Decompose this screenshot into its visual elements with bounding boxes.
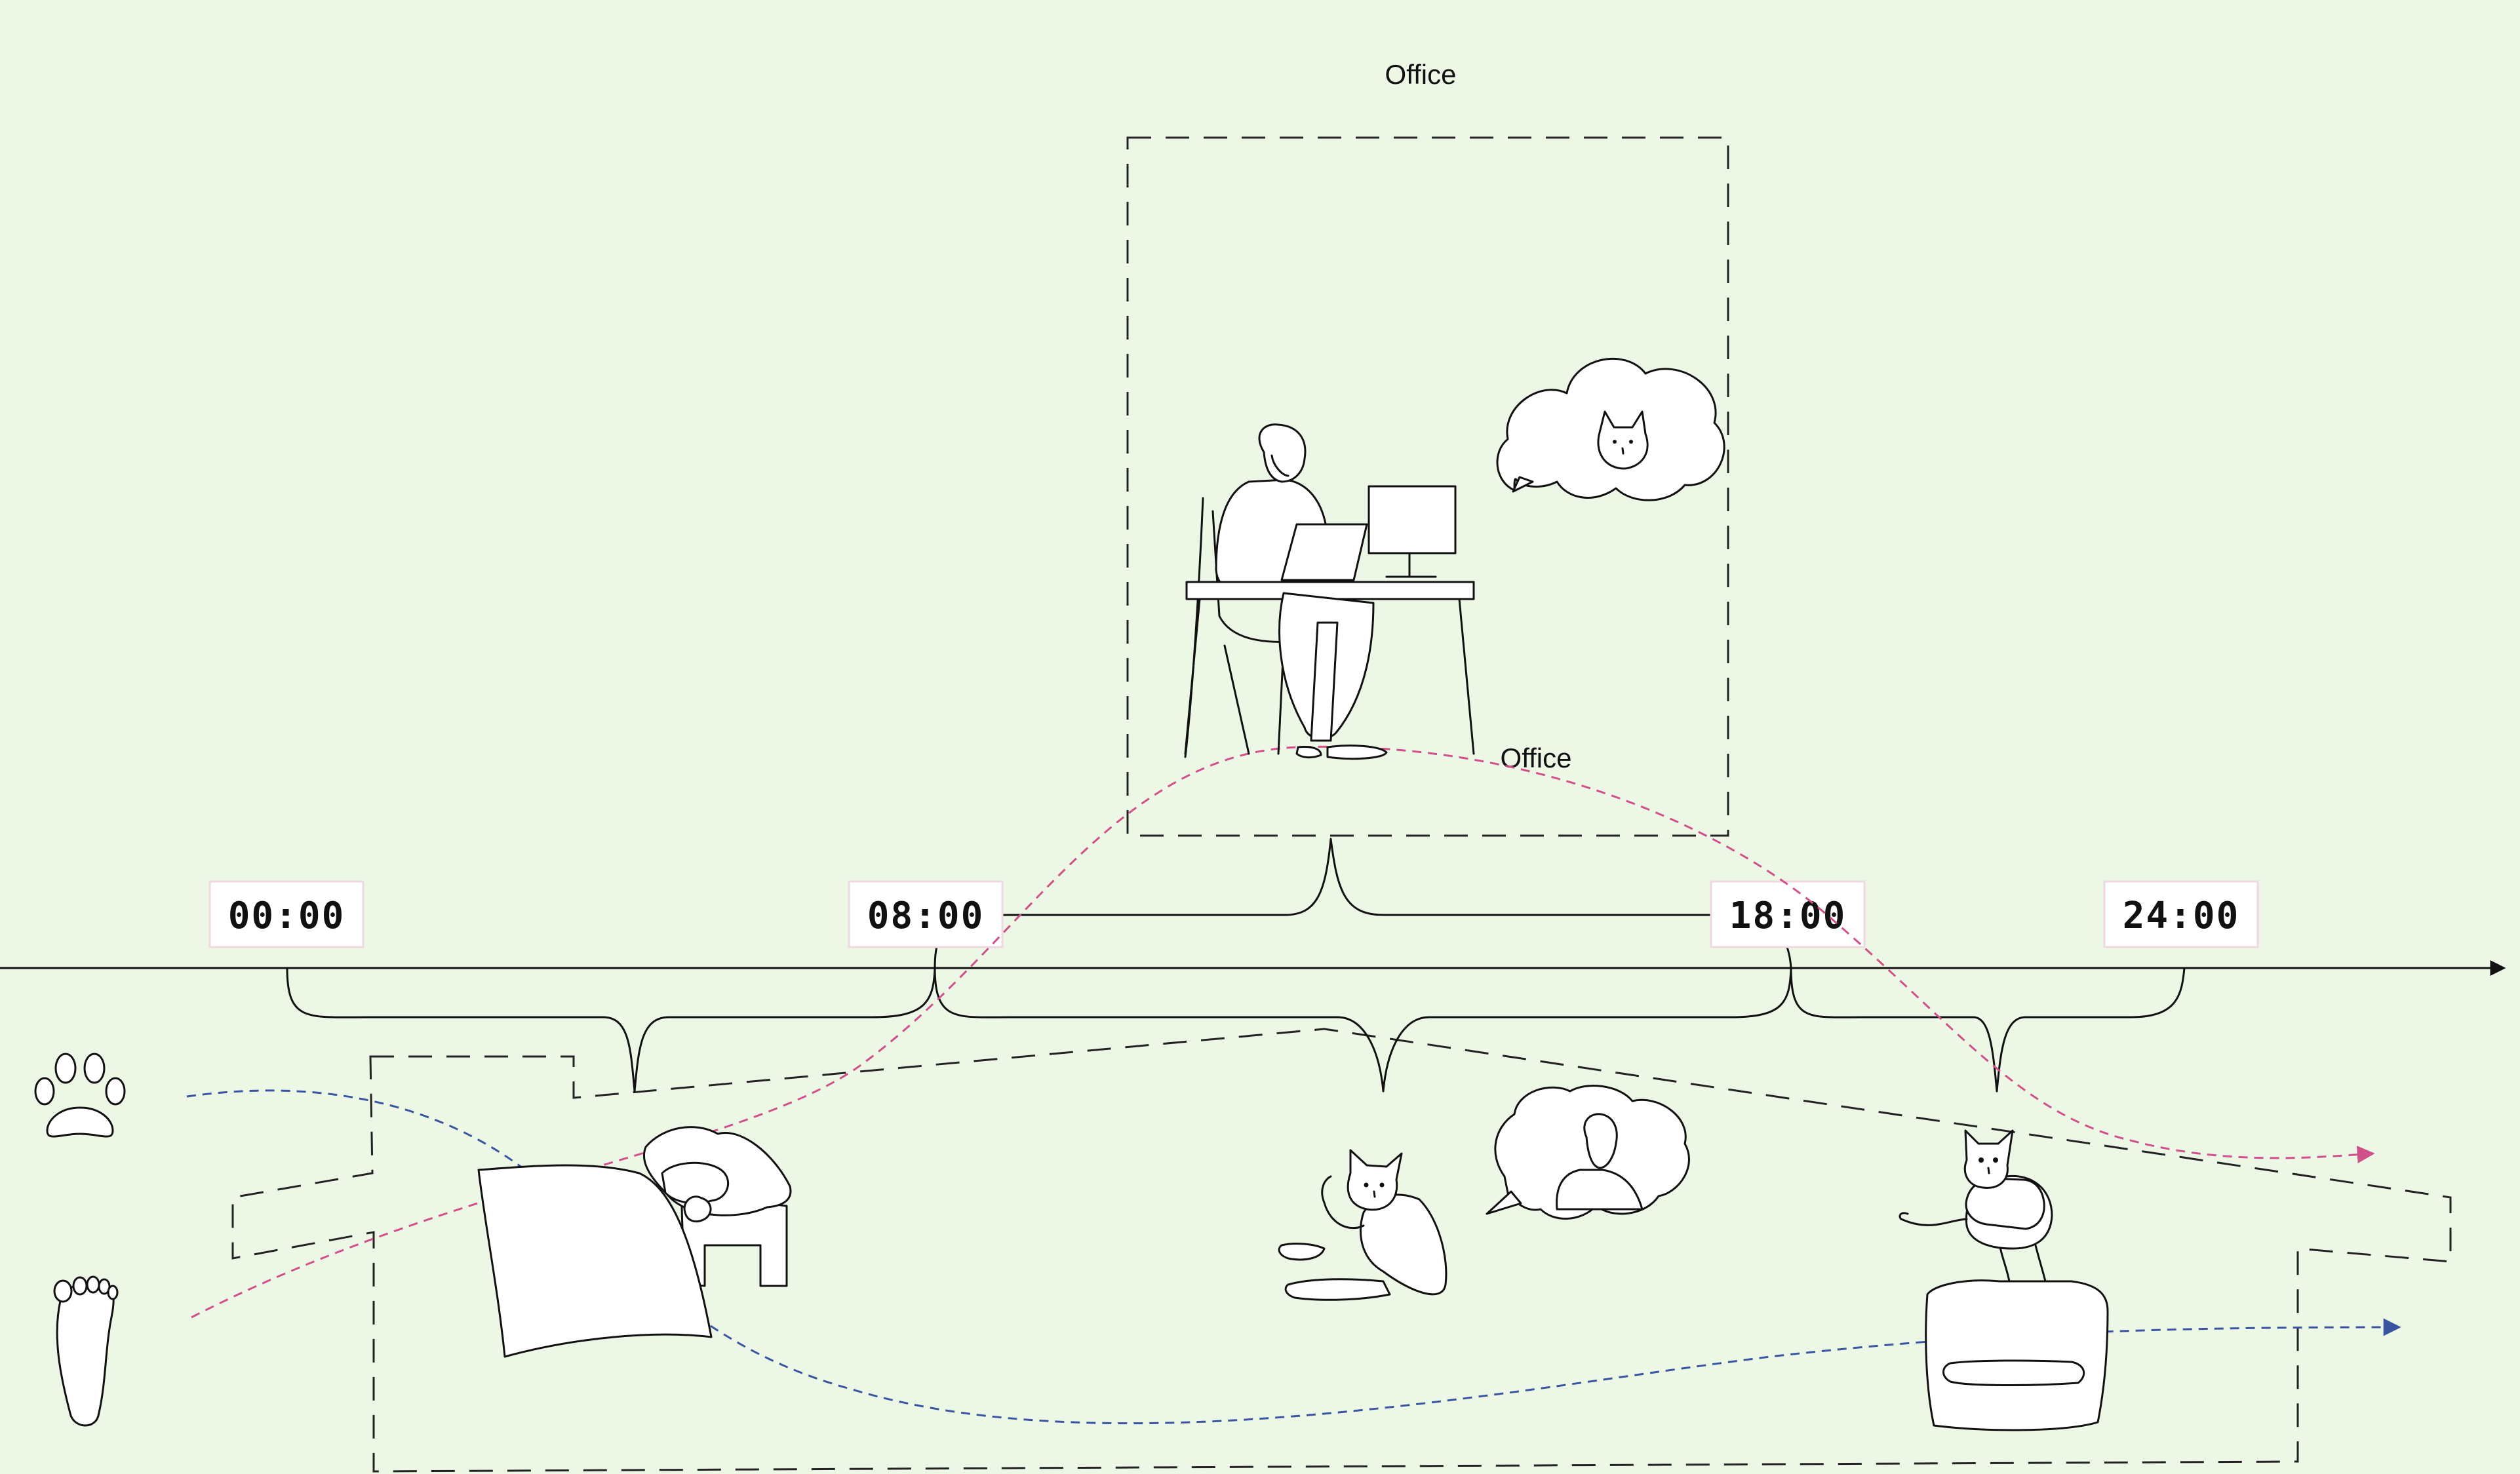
brace-work bbox=[934, 967, 1792, 1093]
office-title: Office bbox=[1385, 59, 1457, 90]
thought-bubble-cat bbox=[1496, 358, 1725, 501]
office-worker-illustration bbox=[1184, 423, 1475, 760]
office-path-label: Office bbox=[1501, 743, 1572, 773]
office-region bbox=[1126, 136, 1729, 837]
cat-sitting-illustration bbox=[1278, 1149, 1447, 1301]
person-with-cat-illustration bbox=[1899, 1129, 2109, 1431]
sleeping-person-illustration bbox=[477, 1126, 792, 1358]
foot-icon bbox=[53, 1275, 119, 1427]
human-path bbox=[191, 745, 2375, 1319]
clock-24: 24:00 bbox=[2103, 880, 2259, 948]
brace-night bbox=[286, 967, 936, 1093]
thought-bubble-person bbox=[1486, 1085, 1690, 1220]
brace-office bbox=[934, 838, 1792, 969]
cat-path bbox=[186, 1089, 2401, 1425]
clock-08: 08:00 bbox=[848, 880, 1004, 948]
svg-text:24:00: 24:00 bbox=[2123, 895, 2240, 937]
svg-text:18:00: 18:00 bbox=[1729, 895, 1847, 937]
home-region bbox=[231, 1028, 2452, 1473]
svg-text:00:00: 00:00 bbox=[228, 895, 345, 937]
svg-text:08:00: 08:00 bbox=[867, 895, 985, 937]
brace-evening bbox=[1790, 967, 2186, 1093]
clock-18: 18:00 bbox=[1710, 880, 1866, 948]
paw-icon bbox=[34, 1053, 126, 1138]
clock-00: 00:00 bbox=[208, 880, 364, 948]
